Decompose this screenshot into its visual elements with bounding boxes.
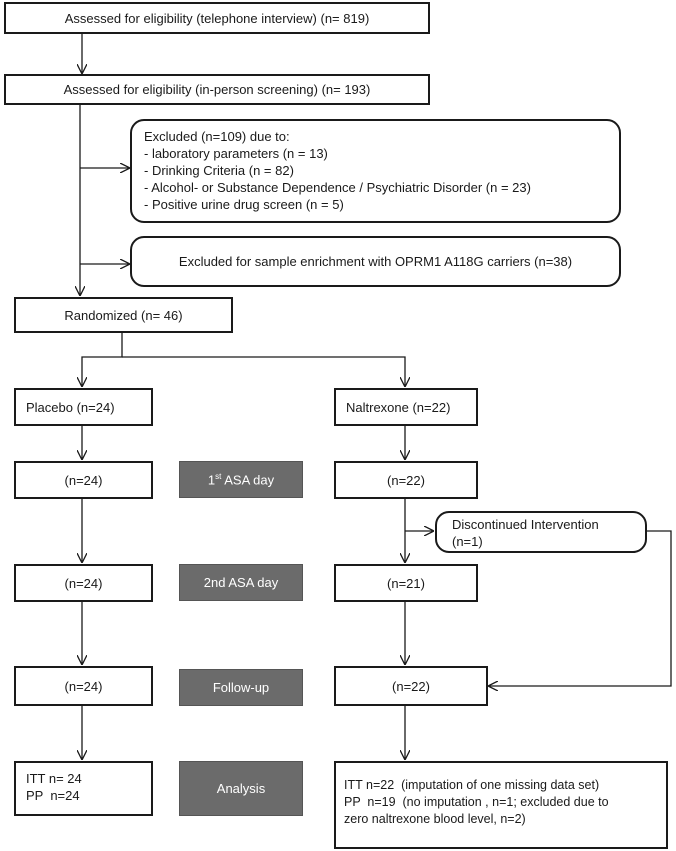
discontinued-text: Discontinued Intervention [452,517,599,532]
box-discontinued: Discontinued Intervention (n=1) [435,511,647,553]
placebo-followup-text: (n=24) [64,678,103,694]
discontinued-count: (n=1) [452,534,483,549]
stage-analysis: Analysis [179,761,303,816]
stage-followup: Follow-up [179,669,303,706]
excluded-item: - laboratory parameters (n = 13) [144,146,328,161]
box-naltrexone-followup: (n=22) [334,666,488,706]
stage-asa2: 2nd ASA day [179,564,303,601]
placebo-asa2-text: (n=24) [64,575,103,591]
box-randomized: Randomized (n= 46) [14,297,233,333]
naltrexone-analysis-pp: PP n=19 (no imputation , n=1; excluded d… [344,795,609,809]
box-naltrexone: Naltrexone (n=22) [334,388,478,426]
box-telephone-interview: Assessed for eligibility (telephone inte… [4,2,430,34]
placebo-text: Placebo (n=24) [26,399,115,415]
box-naltrexone-asa2: (n=21) [334,564,478,602]
stage-analysis-label: Analysis [216,781,266,796]
stage-asa1: 1st ASA day [179,461,303,498]
box-placebo-asa2: (n=24) [14,564,153,602]
naltrexone-analysis-note: zero naltrexone blood level, n=2) [344,812,526,826]
box-placebo-asa1: (n=24) [14,461,153,499]
telephone-interview-text: Assessed for eligibility (telephone inte… [64,10,370,26]
naltrexone-followup-text: (n=22) [392,678,430,694]
in-person-screening-text: Assessed for eligibility (in-person scre… [63,82,371,97]
line-randomization-split [82,332,123,386]
excluded-item: - Positive urine drug screen (n = 5) [144,197,344,212]
excluded-title: Excluded (n=109) due to: [144,129,290,144]
naltrexone-asa1-text: (n=22) [387,472,425,488]
box-naltrexone-asa1: (n=22) [334,461,478,499]
placebo-analysis-itt: ITT n= 24 [26,771,82,786]
box-placebo-analysis: ITT n= 24 PP n=24 [14,761,153,816]
placebo-asa1-text: (n=24) [64,472,103,488]
randomized-text: Randomized (n= 46) [64,307,183,323]
box-enrichment-excluded: Excluded for sample enrichment with OPRM… [130,236,621,287]
excluded-item: - Alcohol- or Substance Dependence / Psy… [144,180,531,195]
naltrexone-text: Naltrexone (n=22) [346,399,451,415]
box-in-person-screening: Assessed for eligibility (in-person scre… [4,74,430,105]
placebo-analysis-pp: PP n=24 [26,788,80,803]
box-excluded: Excluded (n=109) due to: - laboratory pa… [130,119,621,223]
box-placebo-followup: (n=24) [14,666,153,706]
box-placebo: Placebo (n=24) [14,388,153,426]
naltrexone-asa2-text: (n=21) [387,575,425,591]
stage-asa1-label: 1st ASA day [207,471,275,488]
stage-followup-label: Follow-up [212,680,270,695]
stage-asa2-label: 2nd ASA day [203,575,279,590]
arrow-discontinued-to-followup [489,530,672,686]
box-naltrexone-analysis: ITT n=22 (imputation of one missing data… [334,761,668,849]
excluded-item: - Drinking Criteria (n = 82) [144,163,294,178]
naltrexone-analysis-itt: ITT n=22 (imputation of one missing data… [344,778,600,792]
enrichment-text: Excluded for sample enrichment with OPRM… [178,254,573,269]
line-randomization-split-right [122,356,405,386]
